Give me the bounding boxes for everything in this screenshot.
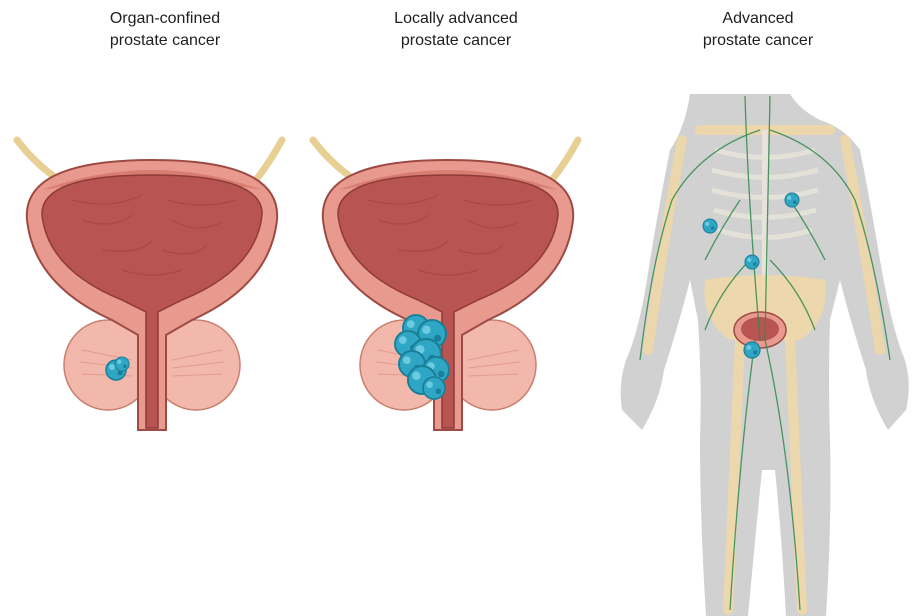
bladder-illustration-organ-confined [17, 140, 282, 430]
bladder-illustration-locally-advanced [313, 140, 578, 430]
body-illustration-advanced [621, 94, 909, 616]
